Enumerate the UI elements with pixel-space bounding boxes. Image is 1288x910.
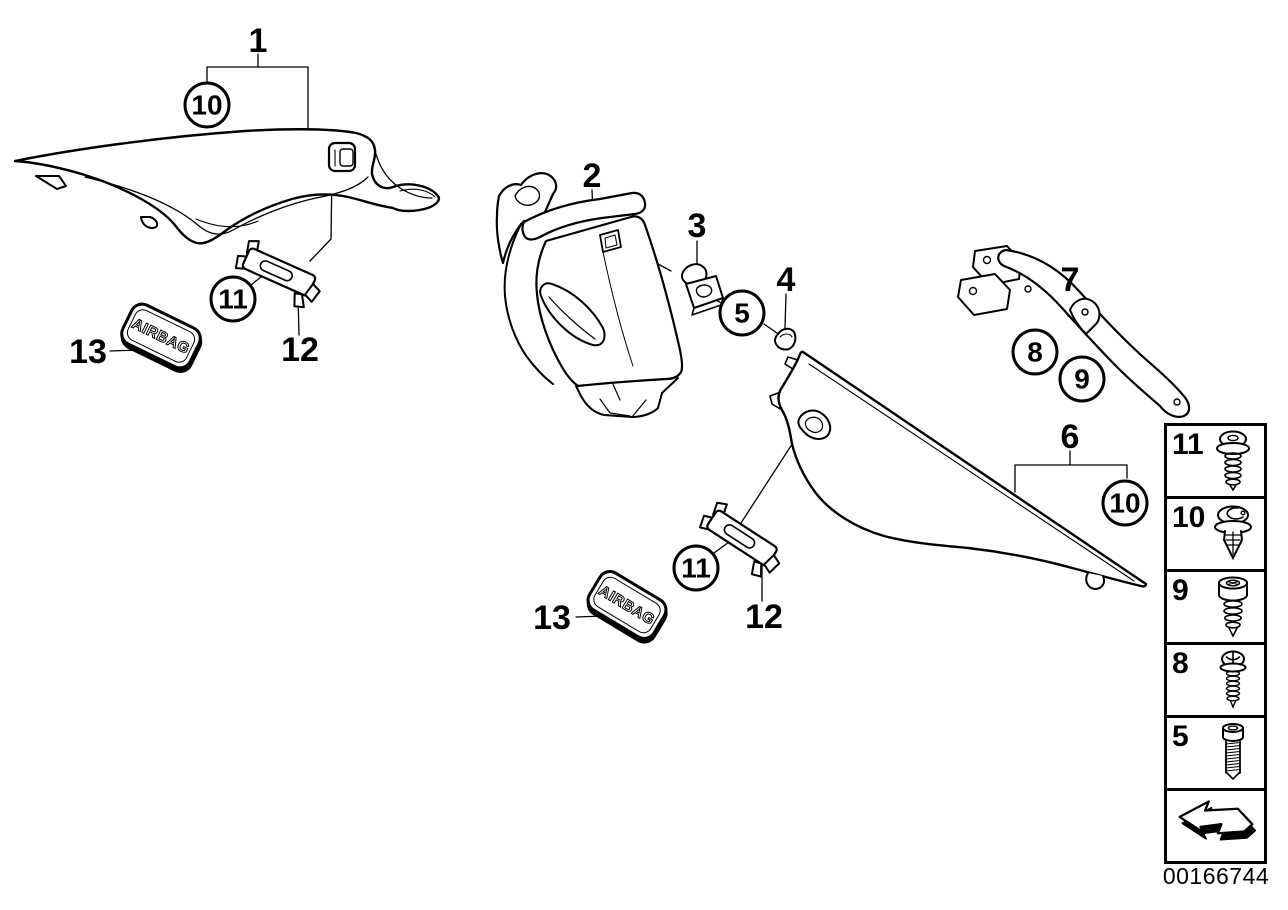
c-pillar-trim <box>769 350 1148 590</box>
callout-circle-9[interactable]: 9 <box>1058 355 1106 403</box>
torx-screw-icon <box>1218 576 1248 638</box>
arrow-up-left-icon <box>1177 800 1256 841</box>
callout-3[interactable]: 3 <box>687 207 707 245</box>
phillips-screw-icon <box>1219 650 1247 709</box>
callout-circle-8[interactable]: 8 <box>1011 328 1059 376</box>
document-number: 00166744 <box>1162 863 1270 889</box>
torx-bolt-icon <box>1222 723 1244 781</box>
callout-circle-5[interactable]: 5 <box>718 289 766 337</box>
callout-2[interactable]: 2 <box>582 157 602 195</box>
legend-item-label: 9 <box>1172 574 1189 607</box>
expansion-rivet-icon <box>1214 505 1252 561</box>
callout-6[interactable]: 6 <box>1060 418 1080 456</box>
clip-part-4 <box>774 327 797 351</box>
airbag-badge-text: AIRBAG <box>129 314 193 358</box>
legend-item-label: 11 <box>1172 428 1204 461</box>
callout-12b[interactable]: 12 <box>745 598 783 636</box>
pan-head-screw-with-washer-icon <box>1216 430 1250 492</box>
b-pillar-trim <box>495 172 684 418</box>
legend-item-label: 8 <box>1172 647 1189 680</box>
callout-7[interactable]: 7 <box>1060 261 1080 299</box>
legend-item-label: 10 <box>1172 501 1206 534</box>
callout-13b[interactable]: 13 <box>533 599 571 637</box>
a-pillar-trim <box>13 128 441 245</box>
clip-part-3 <box>681 263 724 316</box>
callout-circle-11b[interactable]: 11 <box>672 544 720 592</box>
legend-arrow-box[interactable] <box>1167 791 1264 861</box>
legend-item-11[interactable]: 11 <box>1167 426 1264 499</box>
callout-circle-10a[interactable]: 10 <box>183 81 231 129</box>
legend-item-5[interactable]: 5 <box>1167 718 1264 791</box>
callout-circle-10b[interactable]: 10 <box>1101 479 1149 527</box>
legend-item-label: 5 <box>1172 720 1189 753</box>
callout-13a[interactable]: 13 <box>69 333 107 371</box>
legend-item-10[interactable]: 10 <box>1167 499 1264 572</box>
fastener-legend: 11 10 <box>1164 423 1267 864</box>
legend-item-9[interactable]: 9 <box>1167 572 1264 645</box>
callout-circle-11a[interactable]: 11 <box>209 275 257 323</box>
callout-4[interactable]: 4 <box>776 261 796 299</box>
callout-1[interactable]: 1 <box>248 22 268 60</box>
callout-12a[interactable]: 12 <box>281 331 319 369</box>
bracket-part-7 <box>957 245 1191 418</box>
legend-item-8[interactable]: 8 <box>1167 645 1264 718</box>
